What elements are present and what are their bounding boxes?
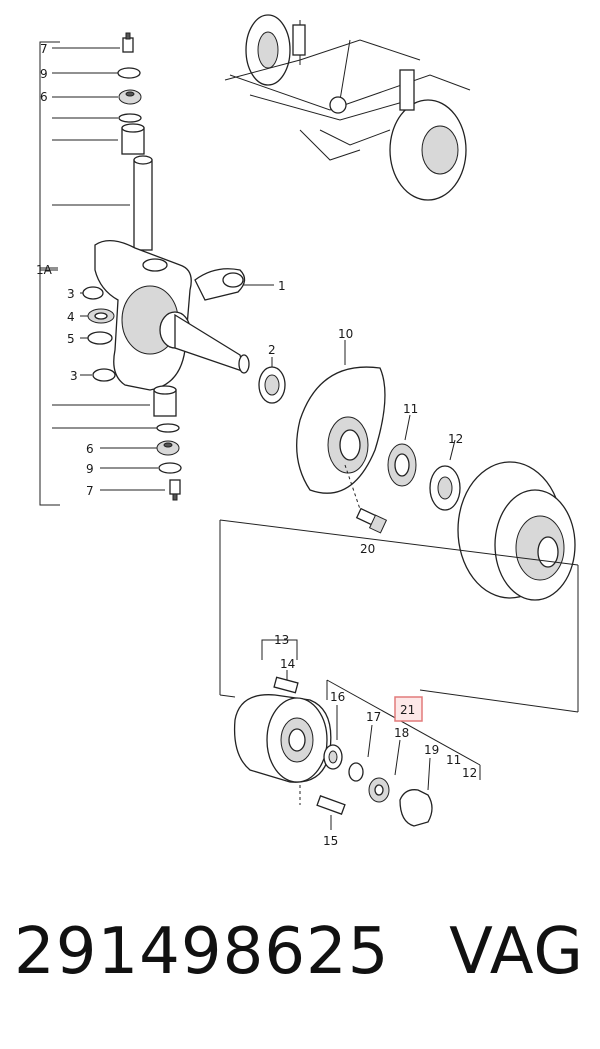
bolt-15 [299,785,346,830]
footer: 291498625 VAG [0,915,600,1015]
callout-11: 11 [403,402,418,416]
callout-18: 18 [394,726,409,740]
group-1a-bracket [39,41,165,506]
callout-14: 14 [280,657,295,671]
bearing-16 [323,705,343,770]
brand-label: VAG [449,915,584,989]
callout-5: 5 [67,332,75,346]
callout-6-bottom: 6 [86,442,94,456]
callout-9-bottom: 9 [86,462,94,476]
lower-circlip [158,462,182,474]
hub-assembly-bracket [219,519,579,780]
callout-1a: 1A [36,263,53,277]
king-pin [133,155,153,251]
callout-1: 1 [278,279,286,293]
callout-7-top: 7 [40,42,48,56]
part-number: 291498625 [14,915,390,989]
seal-3-lower [92,368,116,382]
callout-13: 13 [274,633,289,647]
callout-17: 17 [366,710,381,724]
upper-bushing [121,123,145,155]
parts-diagram: 7 9 6 1A 1 3 4 5 3 6 9 7 2 10 11 12 20 1… [36,14,579,848]
callout-12-lower: 12 [462,766,477,780]
brake-disc [457,461,576,601]
callout-2: 2 [268,343,276,357]
callout-3-bottom: 3 [70,369,78,383]
steering-knuckle [94,240,250,391]
callout-20: 20 [360,542,375,556]
callout-6-top: 6 [40,90,48,104]
callout-3-top: 3 [67,287,75,301]
lower-grease-nipple [169,479,181,501]
highlight-box-21 [394,696,423,722]
washer-5 [87,331,113,345]
upper-cap [118,89,142,105]
washer-17 [348,724,373,782]
callout-19: 19 [424,743,439,757]
callout-11-lower: 11 [446,753,461,767]
callout-12: 12 [448,432,463,446]
callout-9-top: 9 [40,67,48,81]
nut-18 [368,739,401,803]
callout-7-bottom: 7 [86,484,94,498]
inner-bearing-2 [258,357,286,404]
bearing-12 [429,439,461,511]
callout-21: 21 [400,703,415,717]
callout-10: 10 [338,327,353,341]
callout-15: 15 [323,834,338,848]
bearing-11 [387,414,417,487]
lower-seal-ring [156,423,180,433]
upper-seal-ring [118,113,142,123]
seal-3-upper [82,286,104,300]
bearing-4 [87,308,115,324]
hub-cap-19 [399,757,433,827]
dust-shield-10 [296,340,386,494]
wheel-hub-housing [233,694,332,783]
bolt-14 [273,670,299,694]
lower-cap [156,440,180,456]
callout-4: 4 [67,310,75,324]
chassis-overview [224,14,471,201]
lower-bushing [153,385,177,417]
screw-20 [344,464,388,534]
callout-16: 16 [330,690,345,704]
upper-grease-nipple [122,32,134,53]
upper-circlip [117,67,141,79]
